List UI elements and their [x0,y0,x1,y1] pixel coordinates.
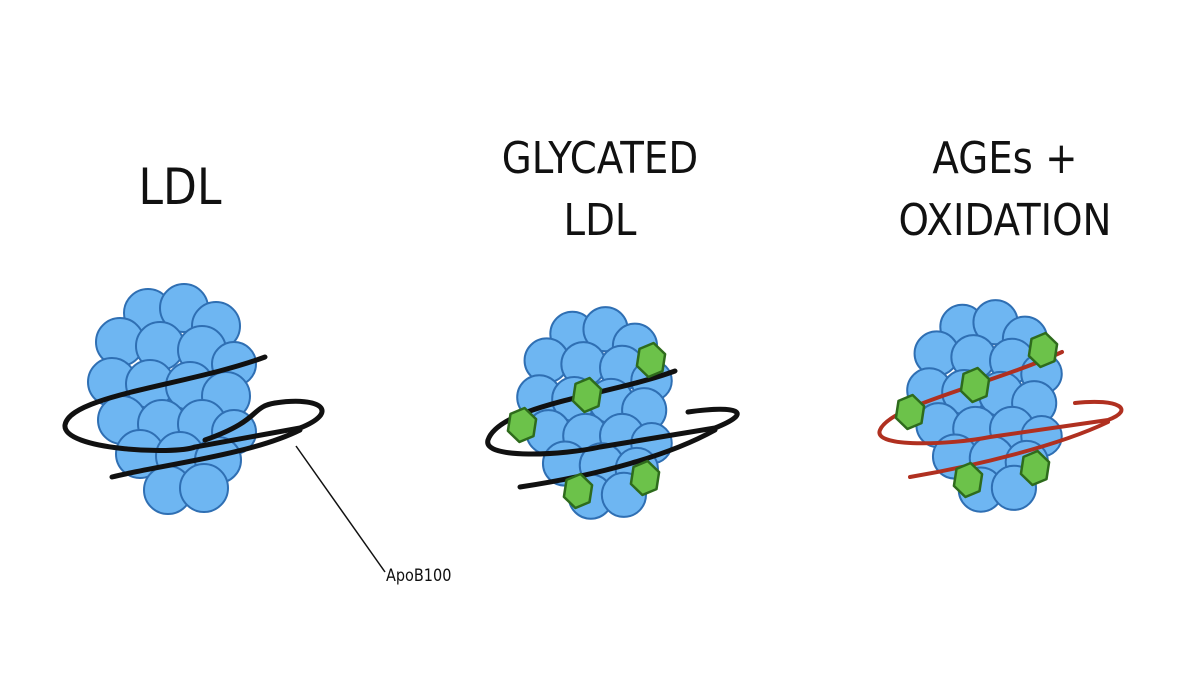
glycated-ldl-title: GLYCATED LDL [472,128,727,252]
ldl-particle [62,283,325,515]
oxidized-apob100-ribbon-back [908,420,1110,479]
apob100-ribbon [62,354,325,453]
ldl-lipid-core [87,283,257,515]
sugar-adduct-hexagon [952,461,984,499]
sugar-adduct-hexagon [894,393,926,431]
sugar-adduct-hexagon [571,376,603,414]
glycated-apob100-ribbon-back [517,427,718,490]
ldl-title: LDL [88,158,273,216]
apob100-callout-line [295,445,386,573]
sugar-adduct-hexagon [629,459,661,497]
sugar-adduct-hexagon [1019,449,1051,487]
sugar-adduct-hexagon [562,472,594,510]
glycation-adducts [506,341,667,510]
sugar-adduct-hexagon [1027,331,1059,369]
ldl-title-line-1: LDL [138,158,222,216]
sugar-adduct-hexagon [506,406,538,444]
apob100-ribbon-back [109,400,303,480]
glycated-ldl-title-line-1: GLYCATED [501,133,699,184]
glycated-ldl-title-line-2: LDL [563,195,637,246]
apob100-label: ApoB100 [386,566,452,586]
age-adducts [894,331,1059,499]
sugar-adduct-hexagon [635,341,667,379]
ages-oxidation-particle [877,299,1124,513]
ages-oxidation-title-line-1: AGEs + [932,133,1078,184]
ages-oxidation-title: AGEs + OXIDATION [869,128,1142,252]
glycated-ldl-particle [485,306,740,520]
ages-oxidation-title-line-2: OXIDATION [898,195,1112,246]
lipid-sphere [179,463,229,513]
sugar-adduct-hexagon [959,366,991,404]
